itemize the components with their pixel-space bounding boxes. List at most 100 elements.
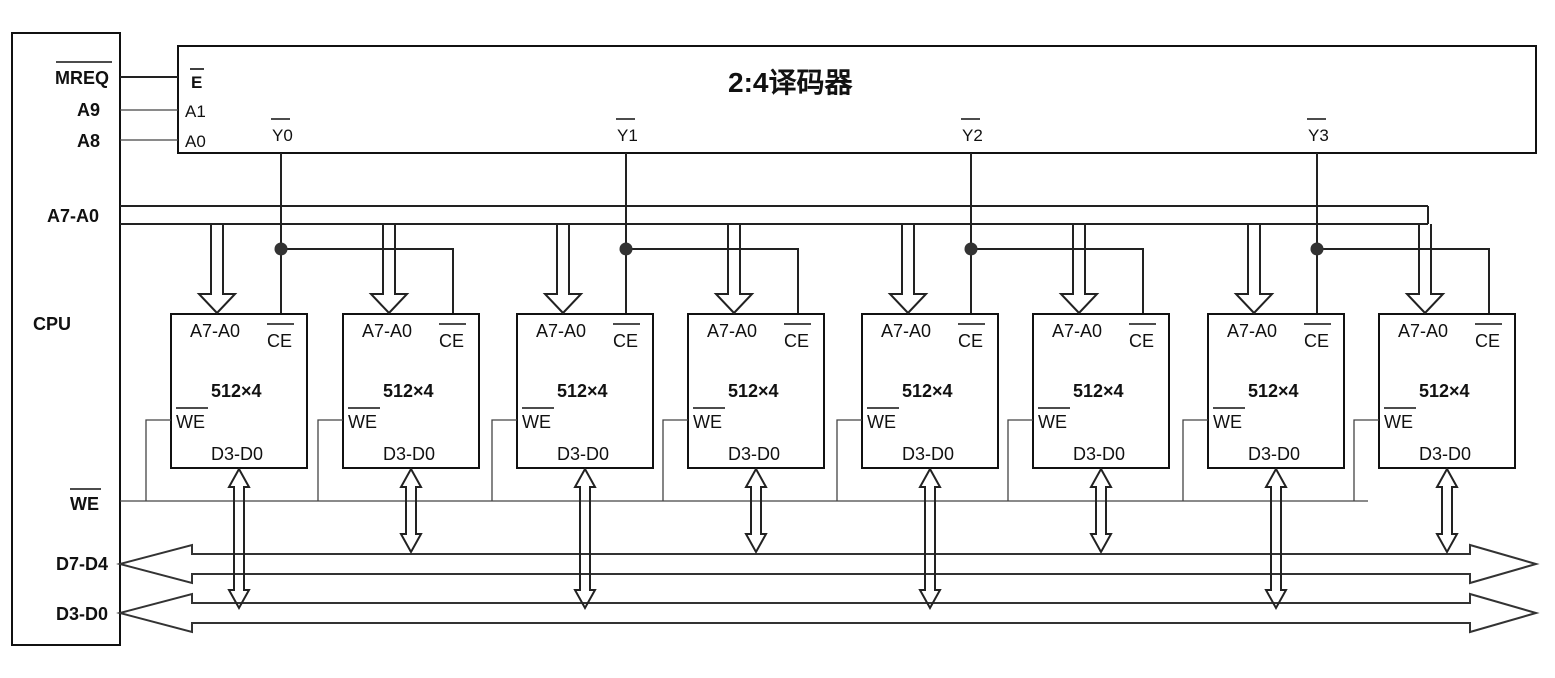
chip-we-pin: WE bbox=[867, 412, 896, 432]
chip-address-pin: A7-A0 bbox=[707, 321, 757, 341]
chip-select-branch bbox=[626, 248, 799, 314]
chip-select-branch bbox=[281, 248, 454, 314]
decoder-title: 2:4译码器 bbox=[728, 67, 853, 98]
decoder-enable-pin: E bbox=[191, 73, 202, 92]
chip-box bbox=[1207, 313, 1345, 469]
chip-box bbox=[170, 313, 308, 469]
data-arrow bbox=[227, 466, 251, 611]
address-arrow bbox=[713, 224, 755, 315]
chip-ce-pin: CE bbox=[958, 331, 983, 351]
we-wire bbox=[1007, 419, 1033, 501]
chip-data-pin: D3-D0 bbox=[902, 444, 954, 464]
decoder-output-label: Y3 bbox=[1308, 126, 1329, 145]
decoder-output-label: Y0 bbox=[272, 126, 293, 145]
address-arrow bbox=[887, 224, 929, 315]
cpu-signal-mreq: MREQ bbox=[55, 68, 109, 88]
decoder-box bbox=[177, 45, 1537, 154]
chip-box bbox=[687, 313, 825, 469]
chip-box bbox=[1032, 313, 1170, 469]
data-arrow bbox=[573, 466, 597, 611]
address-arrow bbox=[1233, 224, 1275, 315]
cpu-signal-a8: A8 bbox=[77, 131, 100, 151]
decoder-output-label: Y2 bbox=[962, 126, 983, 145]
we-wire bbox=[836, 419, 862, 501]
chip-select-branch bbox=[971, 248, 1144, 314]
chip-box bbox=[1378, 313, 1516, 469]
data-bus-d7-d4 bbox=[116, 543, 1540, 585]
chip-data-pin: D3-D0 bbox=[383, 444, 435, 464]
chip-data-pin: D3-D0 bbox=[728, 444, 780, 464]
data-arrow bbox=[918, 466, 942, 611]
chip-ce-pin: CE bbox=[784, 331, 809, 351]
cpu-block: CPU MREQ A9 A8 A7-A0 WE D7-D4 D3-D0 bbox=[11, 32, 121, 646]
decoder-outputs: Y0 Y1 Y2 Y3 bbox=[271, 118, 1490, 314]
chip-capacity: 512×4 bbox=[211, 381, 262, 401]
chip-capacity: 512×4 bbox=[902, 381, 953, 401]
address-arrow bbox=[1404, 224, 1446, 315]
address-arrow bbox=[196, 224, 238, 315]
cpu-signal-d3-d0: D3-D0 bbox=[56, 604, 108, 624]
chip-we-pin: WE bbox=[176, 412, 205, 432]
chip-capacity: 512×4 bbox=[1419, 381, 1470, 401]
data-arrow bbox=[1089, 466, 1113, 555]
cpu-signal-a9: A9 bbox=[77, 100, 100, 120]
chip-data-pin: D3-D0 bbox=[211, 444, 263, 464]
chip-address-pin: A7-A0 bbox=[881, 321, 931, 341]
we-wire bbox=[1353, 419, 1379, 501]
chip-we-pin: WE bbox=[1384, 412, 1413, 432]
chip-address-pin: A7-A0 bbox=[190, 321, 240, 341]
we-wire bbox=[145, 419, 171, 501]
junction-dot bbox=[1310, 242, 1324, 256]
address-arrow bbox=[1058, 224, 1100, 315]
chip-ce-pin: CE bbox=[1304, 331, 1329, 351]
chip-we-pin: WE bbox=[1213, 412, 1242, 432]
junction-dot bbox=[274, 242, 288, 256]
address-bus bbox=[120, 205, 1429, 225]
chip-capacity: 512×4 bbox=[728, 381, 779, 401]
chip-select-branch bbox=[1317, 248, 1490, 314]
data-arrow bbox=[1264, 466, 1288, 611]
chip-we-pin: WE bbox=[1038, 412, 1067, 432]
data-arrow bbox=[399, 466, 423, 555]
decoder-output-y1: Y1 bbox=[616, 118, 799, 314]
chip-ce-pin: CE bbox=[1129, 331, 1154, 351]
data-arrow bbox=[1435, 466, 1459, 555]
decoder-output-y2: Y2 bbox=[961, 118, 1144, 314]
junction-dot bbox=[964, 242, 978, 256]
chip-ce-pin: CE bbox=[1475, 331, 1500, 351]
decoder-block: 2:4译码器 E A1 A0 bbox=[120, 45, 1537, 154]
chip-address-pin: A7-A0 bbox=[1052, 321, 1102, 341]
address-arrow bbox=[368, 224, 410, 315]
decoder-in1-pin: A1 bbox=[185, 102, 206, 121]
decoder-output-y3: Y3 bbox=[1307, 118, 1490, 314]
chip-we-pin: WE bbox=[693, 412, 722, 432]
we-wire bbox=[1182, 419, 1208, 501]
cpu-box bbox=[11, 32, 121, 646]
chip-capacity: 512×4 bbox=[557, 381, 608, 401]
decoder-output-label: Y1 bbox=[617, 126, 638, 145]
junction-dot bbox=[619, 242, 633, 256]
decoder-output-y0: Y0 bbox=[271, 118, 454, 314]
chip-address-pin: A7-A0 bbox=[1398, 321, 1448, 341]
chip-capacity: 512×4 bbox=[383, 381, 434, 401]
chip-data-pin: D3-D0 bbox=[557, 444, 609, 464]
chip-we-pin: WE bbox=[522, 412, 551, 432]
we-wire bbox=[491, 419, 517, 501]
chip-data-pin: D3-D0 bbox=[1419, 444, 1471, 464]
chip-we-pin: WE bbox=[348, 412, 377, 432]
address-arrow bbox=[542, 224, 584, 315]
cpu-signal-a7-a0: A7-A0 bbox=[47, 206, 99, 226]
cpu-label: CPU bbox=[33, 314, 71, 334]
data-bus-d3-d0 bbox=[116, 592, 1540, 634]
cpu-signal-d7-d4: D7-D4 bbox=[56, 554, 108, 574]
chip-box bbox=[516, 313, 654, 469]
chip-address-pin: A7-A0 bbox=[1227, 321, 1277, 341]
we-wire bbox=[662, 419, 688, 501]
